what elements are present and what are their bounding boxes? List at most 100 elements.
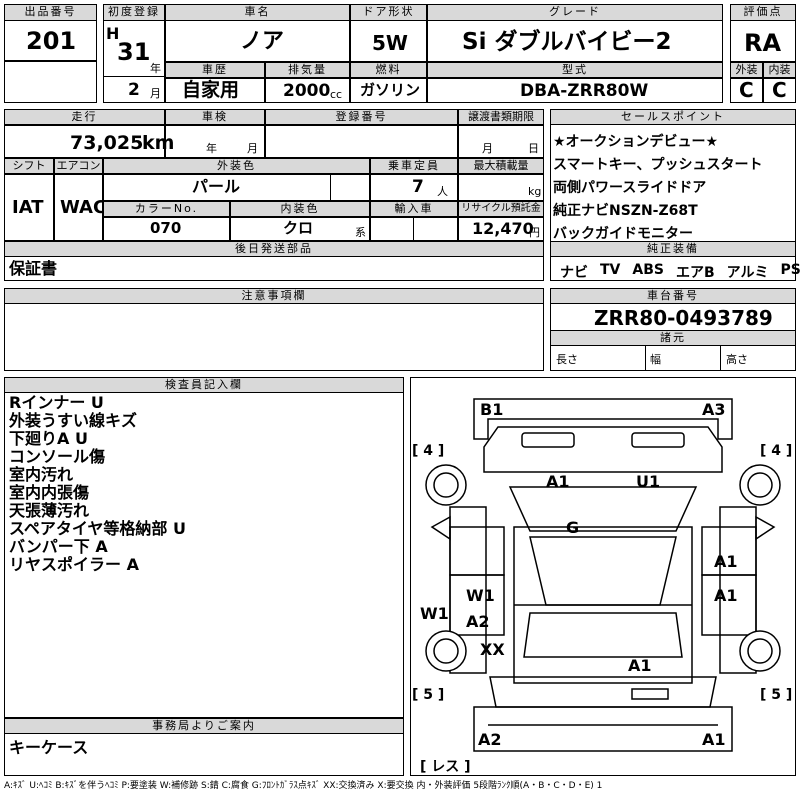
equipment-item: ABS [632, 262, 664, 278]
inspector-line: 室内内張傷 [9, 483, 90, 502]
rear-bumper-outline [473, 706, 733, 752]
model-cell [427, 78, 723, 103]
exterior-grade: C [739, 78, 754, 102]
recycle-label: リサイクル預託金 [458, 201, 544, 217]
recycle-deposit: 12,470 [472, 219, 534, 238]
mileage-cell [4, 125, 165, 158]
transfer-deadline-label: 譲渡書類期限 [458, 109, 544, 125]
sales-point-item: 純正ナビNSZN-Z68T [553, 203, 698, 219]
capacity-cell [370, 174, 458, 201]
import-divider [413, 217, 414, 241]
fuel-label: 燃料 [350, 62, 427, 78]
inspector-line: バンパー下 A [9, 537, 108, 556]
mark-g: G [566, 518, 579, 537]
right-body-outline [719, 506, 757, 674]
transfer-deadline-cell [458, 125, 544, 158]
car-diagram: B1 A3 A1 U1 G A1 A1 W1 W1 A2 XX A1 A2 A1… [412, 398, 792, 775]
displacement: 2000 [283, 81, 331, 101]
inspector-line: 外装うすい線キズ [9, 411, 138, 430]
door-label: ドア形状 [350, 4, 427, 21]
exterior-color-label: 外装色 [103, 158, 370, 174]
mark-a1-front: A1 [546, 472, 570, 491]
front-grille [521, 432, 575, 448]
max-load-unit: kg [528, 185, 542, 198]
ac-cell [54, 174, 103, 241]
seating-capacity: 7 [412, 177, 424, 197]
tire-rear-left: [ 5 ] [412, 687, 444, 703]
interior-grade-cell [763, 78, 796, 103]
inspector-line: Rインナー U [9, 393, 104, 412]
max-load-cell [458, 174, 544, 201]
mileage: 73,025 [70, 132, 144, 154]
rear-light-bar [631, 688, 669, 700]
ac-label: エアコン [54, 158, 103, 174]
color-number: 070 [150, 219, 182, 237]
inspection-label: 車検 [165, 109, 265, 125]
equipment-list: ナビ TV ABS エアB アルミ PS PW [560, 262, 800, 282]
car-diagram-box [410, 377, 796, 776]
lot-number-sub-cell [4, 61, 97, 103]
grade-label: グレード [427, 4, 723, 21]
interior-color-cell [230, 217, 370, 241]
inspector-line: コンソール傷 [9, 447, 106, 466]
tire-front-left: [ 4 ] [412, 443, 444, 459]
left-rear-door [449, 574, 505, 636]
month-unit: 月 [150, 87, 161, 100]
tire-front-right: [ 4 ] [760, 443, 792, 459]
interior-grade: C [772, 78, 787, 102]
mark-xx: XX [480, 640, 505, 659]
left-front-door [449, 526, 505, 576]
chassis-number: ZRR80-0493789 [594, 306, 773, 330]
car-name: ノア [240, 29, 285, 54]
shift: IAT [12, 197, 44, 218]
sales-points-list: ★オークションデビュー★ スマートキー、プッシュスタート 両側パワースライドドア… [553, 131, 762, 246]
later-parts-label: 後日発送部品 [4, 241, 544, 257]
tailgate-outline [489, 676, 717, 708]
transfer-day-unit: 日 [528, 142, 539, 155]
right-mirror [755, 515, 776, 541]
month-divider [103, 76, 165, 77]
door-type: 5W [372, 31, 408, 55]
history-cell [165, 78, 265, 103]
first-registration-label: 初度登録 [103, 4, 165, 21]
air-conditioner: WAC [60, 197, 107, 218]
year-unit: 年 [150, 62, 161, 75]
equipment-item: TV [600, 262, 621, 278]
mark-b1: B1 [480, 400, 503, 419]
inspector-line: スペアタイヤ等格納部 U [9, 519, 186, 538]
history-label: 車歴 [165, 62, 265, 78]
hood-outline [483, 426, 723, 473]
capacity-unit: 人 [437, 185, 448, 198]
height-label: 高さ [726, 353, 748, 366]
later-parts: 保証書 [9, 259, 58, 278]
rear-left-rim [433, 638, 459, 664]
notes-label: 注意事項欄 [4, 288, 544, 304]
exterior-color-cell [103, 174, 370, 201]
left-mirror [430, 515, 451, 541]
specs-divider-1 [645, 346, 646, 371]
interior-color-unit: 系 [355, 226, 366, 239]
legend: A:ｷｽﾞ U:ﾍｺﾐ B:ｷｽﾞを伴うﾍｺﾐ P:要塗装 W:補修跡 S:錆 … [4, 781, 603, 791]
front-bumper-outline [473, 398, 733, 440]
mileage-unit: km [142, 132, 175, 154]
era: H [106, 24, 120, 43]
inspector-label: 検査員記入欄 [4, 377, 404, 393]
mark-w1-door: W1 [466, 586, 495, 605]
interior-color: クロ [283, 219, 314, 237]
color-number-label: カラーNo. [103, 201, 230, 217]
inspection-month-unit: 月 [247, 142, 258, 155]
registration-number-label: 登録番号 [265, 109, 458, 125]
inspector-line: 室内汚れ [9, 465, 74, 484]
color-number-cell [103, 217, 230, 241]
shift-cell [4, 174, 54, 241]
inspection-year-unit: 年 [206, 142, 217, 155]
mark-a1-rear: A1 [628, 656, 652, 675]
grade: Si ダブルバイビー2 [462, 29, 672, 55]
mark-a1-right-1: A1 [714, 552, 738, 571]
office-text: キーケース [9, 738, 89, 757]
sales-point-item: ★オークションデビュー★ [553, 134, 719, 150]
transfer-month-unit: 月 [482, 142, 493, 155]
car-name-label: 車名 [165, 4, 350, 21]
equipment-item: アルミ [726, 265, 769, 281]
evaluation-score: RA [744, 29, 782, 57]
